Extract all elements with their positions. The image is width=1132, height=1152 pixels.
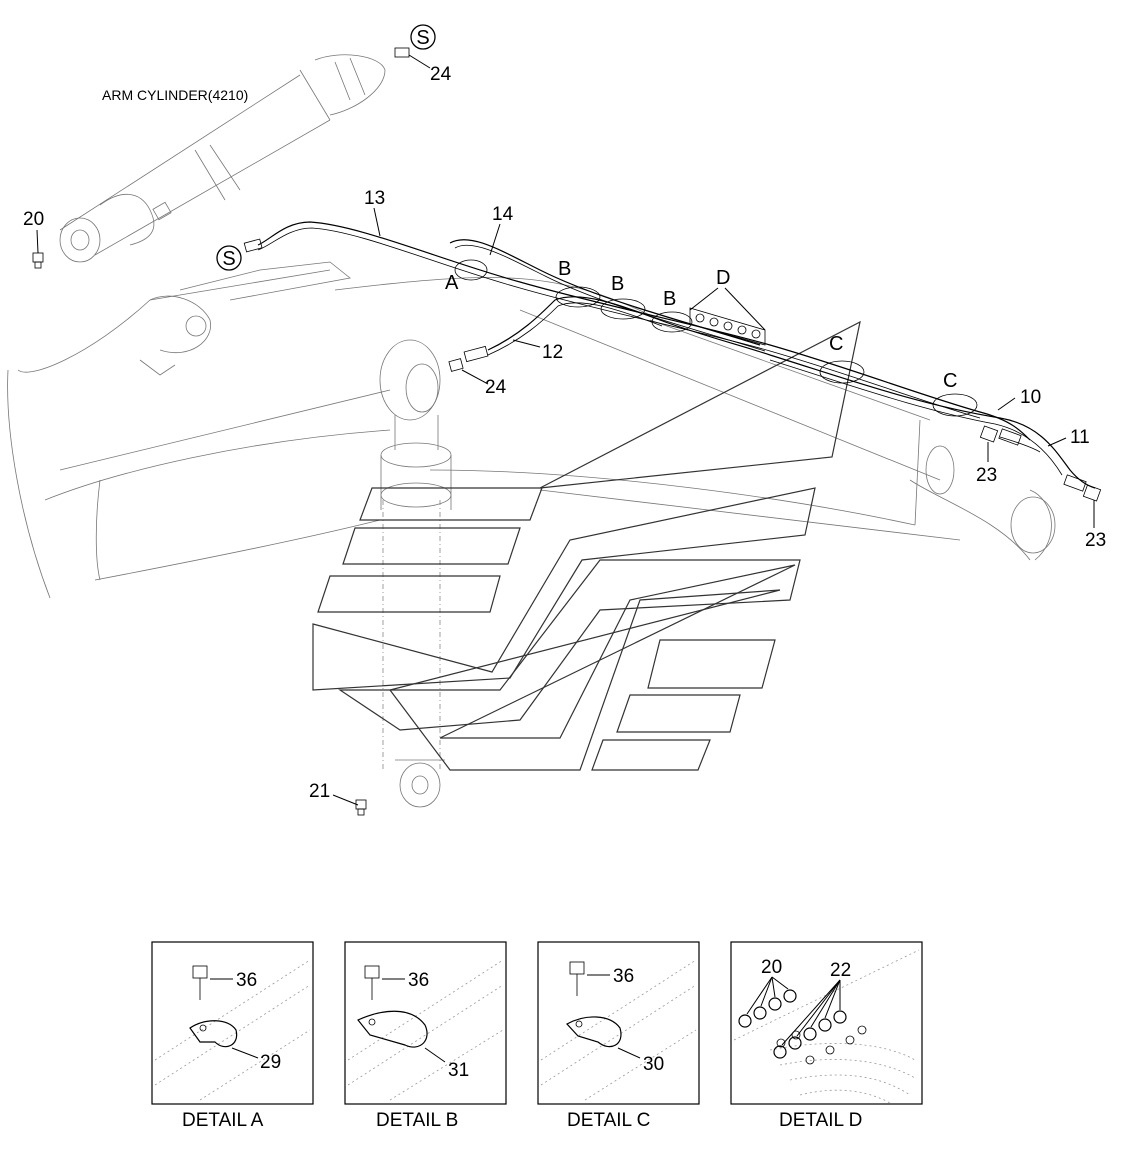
clamp-31-icon xyxy=(357,1010,428,1048)
callout-13: 13 xyxy=(364,188,385,209)
detail-b-title: DETAIL B xyxy=(376,1110,458,1131)
clamp-29-icon xyxy=(189,1020,238,1048)
detail-letter-c2: C xyxy=(943,370,957,392)
detail-a-callout-clamp: 29 xyxy=(260,1052,281,1073)
detail-b-callout-clamp: 31 xyxy=(448,1060,469,1081)
s-symbol-left-label: S xyxy=(222,248,235,270)
s-symbol-left: S xyxy=(216,245,242,271)
s-symbol-top-label: S xyxy=(416,27,429,49)
logo-watermark xyxy=(312,320,861,771)
detail-d-title: DETAIL D xyxy=(779,1110,862,1131)
detail-d-panel: 20 22 xyxy=(730,941,923,1105)
hydraulic-pipes xyxy=(243,221,1102,502)
callout-23-a: 23 xyxy=(976,465,997,486)
fittings-22-group xyxy=(773,1010,867,1065)
callout-24-mid: 24 xyxy=(485,377,507,398)
detail-c-panel: 36 30 xyxy=(537,941,700,1105)
callout-14: 14 xyxy=(492,204,514,225)
part-20-fitting xyxy=(32,252,44,269)
fittings-20-group xyxy=(738,989,801,1048)
detail-letter-b3: B xyxy=(663,288,676,310)
callout-20: 20 xyxy=(23,209,44,230)
s-symbol-top: S xyxy=(410,24,436,50)
callout-10: 10 xyxy=(1020,387,1041,408)
detail-a-panel: 36 29 xyxy=(151,941,314,1105)
detail-b-panel: 36 31 xyxy=(344,941,507,1105)
detail-c-callout-clamp: 30 xyxy=(643,1054,664,1075)
boom-cylinder xyxy=(379,339,452,808)
boom-outline xyxy=(7,261,1056,599)
callout-24-top: 24 xyxy=(430,64,452,85)
detail-c-title: DETAIL C xyxy=(567,1110,650,1131)
callout-12: 12 xyxy=(542,342,563,363)
leader-lines xyxy=(36,54,1095,806)
callout-23-b: 23 xyxy=(1085,530,1106,551)
arm-cylinder-title: ARM CYLINDER(4210) xyxy=(102,87,248,103)
detail-letter-a: A xyxy=(445,272,459,294)
detail-letter-d: D xyxy=(716,267,730,289)
detail-d-callout-20: 20 xyxy=(761,957,782,978)
detail-d-callout-22: 22 xyxy=(830,960,851,981)
callout-11: 11 xyxy=(1070,427,1090,448)
clamp-30-icon xyxy=(566,1016,622,1048)
detail-letter-b1: B xyxy=(558,258,571,280)
detail-letter-c1: C xyxy=(829,333,843,355)
detail-a-callout-bolt: 36 xyxy=(236,970,257,991)
callout-21: 21 xyxy=(309,781,330,802)
part-21-fitting xyxy=(355,799,367,816)
arm-cylinder xyxy=(59,47,410,263)
detail-letter-b2: B xyxy=(611,273,624,295)
detail-a-title: DETAIL A xyxy=(182,1110,264,1131)
detail-c-callout-bolt: 36 xyxy=(613,966,634,987)
detail-b-callout-bolt: 36 xyxy=(408,970,429,991)
